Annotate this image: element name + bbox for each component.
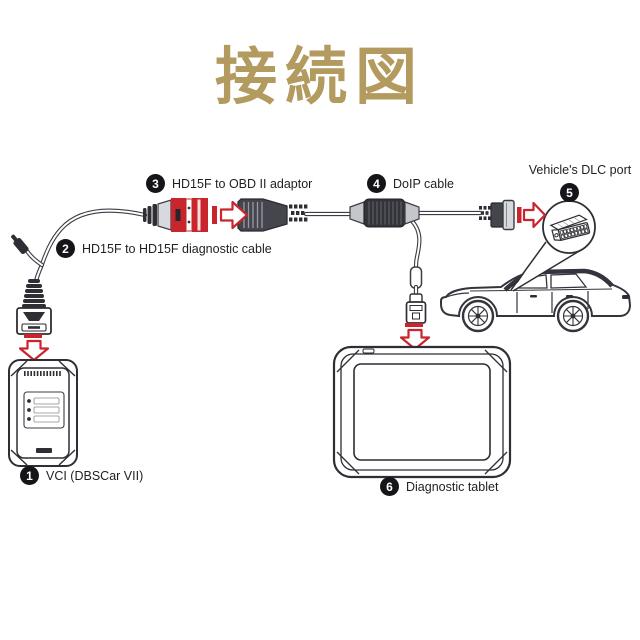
arrow-down-to-vci-icon <box>18 334 50 362</box>
hd15f-red-connector <box>143 198 208 232</box>
dlc-port-magnifier <box>510 200 596 292</box>
dlc-port-connector <box>549 214 591 242</box>
usb-connector <box>405 293 427 324</box>
tablet-power-button <box>362 348 375 354</box>
label-text: HD15F to OBD II adaptor <box>172 176 313 191</box>
arrow-right-to-dlc-icon <box>517 201 547 229</box>
car-rear-wheel <box>556 299 590 333</box>
label-text: DoIP cable <box>393 176 454 191</box>
step-badge-5: 5 <box>560 183 579 202</box>
step-badge-2: 2 <box>56 239 75 258</box>
label-vci: 1 VCI (DBSCar VII) <box>20 466 143 485</box>
hd15-connector-down <box>16 279 52 335</box>
car-illustration <box>440 268 632 333</box>
vci-device <box>8 359 78 467</box>
step-badge-4: 4 <box>367 174 386 193</box>
tablet-screen <box>353 363 491 461</box>
cable-teeth <box>289 204 308 222</box>
step-badge-1: 1 <box>20 466 39 485</box>
page-title: 接続図 <box>214 40 425 113</box>
label-hd15f-obd2-adaptor: 3 HD15F to OBD II adaptor <box>146 174 312 193</box>
step-badge-6: 6 <box>380 477 399 496</box>
label-text: VCI (DBSCar VII) <box>46 468 144 483</box>
obd2-adaptor <box>237 198 355 232</box>
diagnostic-tablet <box>332 345 512 479</box>
arrow-right-to-adaptor-icon <box>212 200 249 230</box>
label-diagnostic-tablet: 6 Diagnostic tablet <box>380 477 498 496</box>
arrow-down-to-tablet-icon <box>399 323 431 351</box>
doip-cable <box>349 198 515 324</box>
label-hd15f-diagnostic-cable: 2 HD15F to HD15F diagnostic cable <box>56 239 272 258</box>
label-vehicle-dlc-port: Vehicle's DLC port <box>528 163 632 177</box>
ferrite-bead <box>409 266 423 289</box>
step-badge-3: 3 <box>146 174 165 193</box>
label-text: HD15F to HD15F diagnostic cable <box>82 241 272 256</box>
hd15f-diagnostic-cable <box>11 198 208 335</box>
doip-end-connector <box>479 199 515 231</box>
label-doip-cable: 4 DoIP cable <box>367 174 454 193</box>
power-plug <box>11 234 29 254</box>
car-front-wheel <box>461 299 495 333</box>
label-text: Diagnostic tablet <box>406 479 499 494</box>
